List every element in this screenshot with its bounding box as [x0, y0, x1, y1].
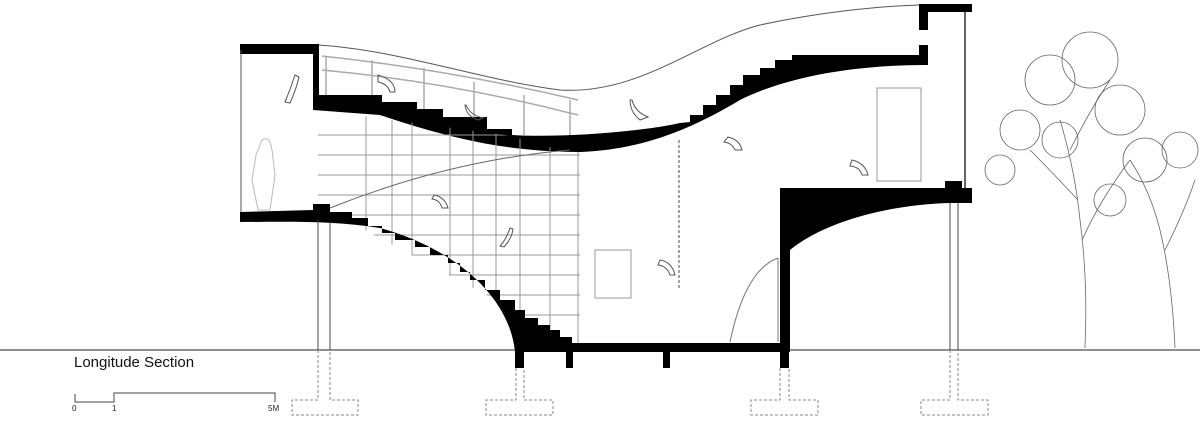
chair-icons [284, 74, 869, 276]
scale-label-1: 1 [112, 404, 117, 413]
left-roof-slab [240, 44, 318, 54]
picture-frame [594, 249, 632, 299]
ground-floor-slab [515, 343, 790, 352]
stair-line [329, 149, 571, 209]
railing [321, 55, 579, 140]
roof-line [317, 4, 921, 91]
door-swing [729, 257, 779, 343]
right-roof-slab [919, 4, 972, 12]
person-figure [251, 138, 276, 211]
right-upper-wall-lower [919, 45, 928, 65]
footing [566, 352, 573, 368]
tree-illustration [984, 31, 1199, 349]
bed [876, 87, 922, 182]
right-upper-wall [919, 4, 928, 30]
upper-floor-slab [313, 55, 925, 152]
footing [515, 352, 524, 368]
columns [317, 203, 959, 350]
footing [663, 352, 670, 368]
drawing-title: Longitude Section [74, 354, 195, 371]
left-box-wall [313, 44, 319, 108]
scale-bar [74, 392, 276, 403]
right-mid-slab [780, 181, 972, 352]
foundations [291, 350, 989, 416]
lower-stair-slab [240, 204, 580, 352]
footing [780, 352, 789, 368]
scale-label-0: 0 [72, 404, 77, 413]
scale-label-5m: 5M [268, 404, 280, 413]
